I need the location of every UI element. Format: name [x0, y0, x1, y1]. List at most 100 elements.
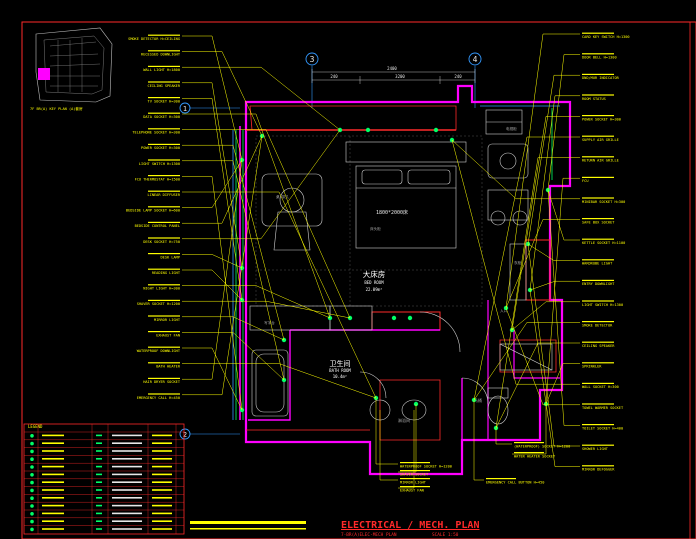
svg-text:FCU: FCU: [582, 179, 589, 183]
callouts_right-8: MINIBAR SOCKET H=300: [582, 197, 625, 204]
callouts_left-11: BEDSIDE LAMP SOCKET H=600: [126, 206, 180, 213]
legend-text-bar: [42, 512, 64, 515]
legend-table: LEGEND: [23, 423, 185, 535]
svg-text:SHAVER SOCKET H=1200: SHAVER SOCKET H=1200: [137, 302, 180, 306]
legend-symbol: [30, 519, 34, 524]
svg-text:MIRROR LIGHT: MIRROR LIGHT: [400, 481, 427, 485]
legend-text-bar: [42, 481, 64, 483]
room-labels: 1800*2000床 床头柜 桌/茶几 大床房 BED ROOM 22.09m²…: [264, 126, 522, 423]
callout-bottom-0: WATERPROOF SOCKET H=1200: [400, 462, 452, 469]
drawing-title: ELECTRICAL / MECH. PLAN: [341, 520, 479, 531]
device-symbols: [239, 127, 551, 431]
svg-text:WARDROBE LIGHT: WARDROBE LIGHT: [582, 262, 613, 266]
legend-mark: [96, 434, 102, 437]
callouts_right-7: FCU: [582, 176, 614, 183]
svg-text:(WATERPROOF) SOCKET H=1200: (WATERPROOF) SOCKET H=1200: [514, 445, 570, 449]
callouts_left-8: LIGHT SWITCH H=1300: [139, 159, 180, 166]
dimension-lines: [311, 69, 476, 84]
callouts_right-14: SMOKE DETECTOR: [582, 321, 614, 327]
svg-text:LINEAR DIFFUSER: LINEAR DIFFUSER: [148, 193, 181, 197]
device-symbol: [433, 127, 439, 133]
legend-desc-bar: [112, 450, 142, 452]
callouts_left-12: BEDSIDE CONTROL PANEL: [135, 221, 180, 228]
svg-text:1: 1: [183, 105, 187, 113]
leader-lines: [182, 33, 580, 489]
legend-symbol: [30, 473, 34, 477]
legend-desc-bar: [112, 458, 142, 460]
svg-text:POWER SOCKET H=300: POWER SOCKET H=300: [141, 146, 180, 150]
legend-symbol: [30, 488, 34, 493]
callouts_right-17: WALL SOCKET H=300: [582, 382, 619, 389]
callouts_right-9: SAFE BOX SOCKET: [582, 218, 615, 224]
legend-symbol: [30, 512, 34, 516]
title-block: ELECTRICAL / MECH. PLAN 7-BR(A)ELEC-MECH…: [190, 520, 479, 538]
bedroom-en: BED ROOM: [364, 280, 384, 285]
legend-mark: [96, 512, 102, 515]
legend-desc-bar: [112, 489, 142, 491]
svg-text:LIGHT SWITCH H=1300: LIGHT SWITCH H=1300: [139, 162, 180, 166]
svg-text:EMERGENCY CALL BUTTON H=450: EMERGENCY CALL BUTTON H=450: [486, 481, 544, 485]
legend-symbol: [30, 434, 34, 438]
legend-mark: [96, 465, 102, 468]
bathroom-cn: 卫生间: [330, 359, 351, 368]
callouts_right-11: WARDROBE LIGHT: [582, 259, 614, 266]
device-symbol: [365, 127, 371, 133]
legend-symbol: [30, 449, 34, 454]
bedroom-area: 22.09m²: [366, 287, 383, 292]
callouts_left-15: READING LIGHT: [148, 268, 181, 275]
legend-text-bar: [42, 520, 64, 522]
svg-text:RETURN AIR GRILLE: RETURN AIR GRILLE: [582, 159, 619, 163]
dim-mid: 3200: [395, 74, 405, 79]
legend-text-bar: [42, 504, 64, 507]
legend-qty-bar: [152, 512, 172, 515]
legend-mark: [96, 528, 102, 530]
grid-marker-3: 3: [305, 52, 319, 66]
callouts_left-0: SMOKE DETECTOR H=CEILING: [128, 34, 180, 41]
svg-text:SAFE BOX SOCKET: SAFE BOX SOCKET: [582, 220, 615, 224]
device-symbol: [391, 315, 397, 321]
callouts_left-5: DATA SOCKET H=300: [143, 112, 180, 119]
svg-text:BATH HEATER: BATH HEATER: [156, 365, 181, 369]
grid-marker-1: 1: [179, 102, 191, 114]
grid-marker-4: 4: [468, 52, 482, 66]
svg-text:NIGHT LIGHT H=300: NIGHT LIGHT H=300: [143, 287, 180, 291]
svg-text:BEDSIDE LAMP SOCKET H=600: BEDSIDE LAMP SOCKET H=600: [126, 209, 180, 213]
svg-text:CEILING SPEAKER: CEILING SPEAKER: [582, 344, 615, 348]
legend-mark: [96, 489, 102, 491]
svg-text:HAIR DRYER SOCKET: HAIR DRYER SOCKET: [143, 380, 181, 384]
desk-label: 写字台: [264, 320, 275, 325]
callouts_left-1: RECESSED DOWNLIGHT: [141, 50, 181, 57]
svg-text:MIRROR LIGHT: MIRROR LIGHT: [154, 318, 181, 322]
legend-symbol: [30, 457, 34, 462]
svg-text:WATERPROOF SOCKET H=1200: WATERPROOF SOCKET H=1200: [400, 465, 452, 469]
callout-bottom-3: EXHAUST FAN: [400, 486, 430, 493]
legend-qty-bar: [152, 434, 172, 437]
svg-text:KETTLE SOCKET H=1100: KETTLE SOCKET H=1100: [582, 241, 625, 245]
tv-label: 电视柜: [506, 126, 517, 131]
legend-mark: [96, 481, 102, 483]
callouts_right-4: POWER SOCKET H=300: [582, 115, 621, 121]
svg-text:3: 3: [310, 55, 315, 64]
svg-text:SUPPLY AIR GRILLE: SUPPLY AIR GRILLE: [582, 138, 619, 142]
legend-text-bar: [42, 442, 64, 444]
svg-text:MINIBAR SOCKET H=300: MINIBAR SOCKET H=300: [582, 200, 625, 204]
legend-text-bar: [42, 458, 64, 460]
svg-text:READING LIGHT: READING LIGHT: [152, 271, 181, 275]
callouts_left-18: MIRROR LIGHT: [148, 315, 181, 322]
window-glazing: [232, 105, 560, 420]
callouts_left-9: FCU THERMOSTAT H=1500: [135, 175, 180, 181]
callouts_right-0: CARD KEY SWITCH H=1300: [582, 32, 630, 39]
legend-desc-bar: [112, 512, 142, 515]
legend-mark: [96, 497, 102, 499]
key-plan-highlight: [38, 68, 50, 80]
callout-bottom-6: WATER HEATER SOCKET: [514, 452, 556, 459]
legend-qty-bar: [152, 489, 172, 491]
bathtub: [251, 349, 289, 417]
bed: [355, 165, 457, 249]
legend-mark: [96, 504, 102, 507]
sheet-border: [21, 21, 696, 539]
callouts_right-3: ROOM STATUS: [582, 94, 614, 101]
callouts_left-17: SHAVER SOCKET H=1200: [137, 299, 180, 306]
